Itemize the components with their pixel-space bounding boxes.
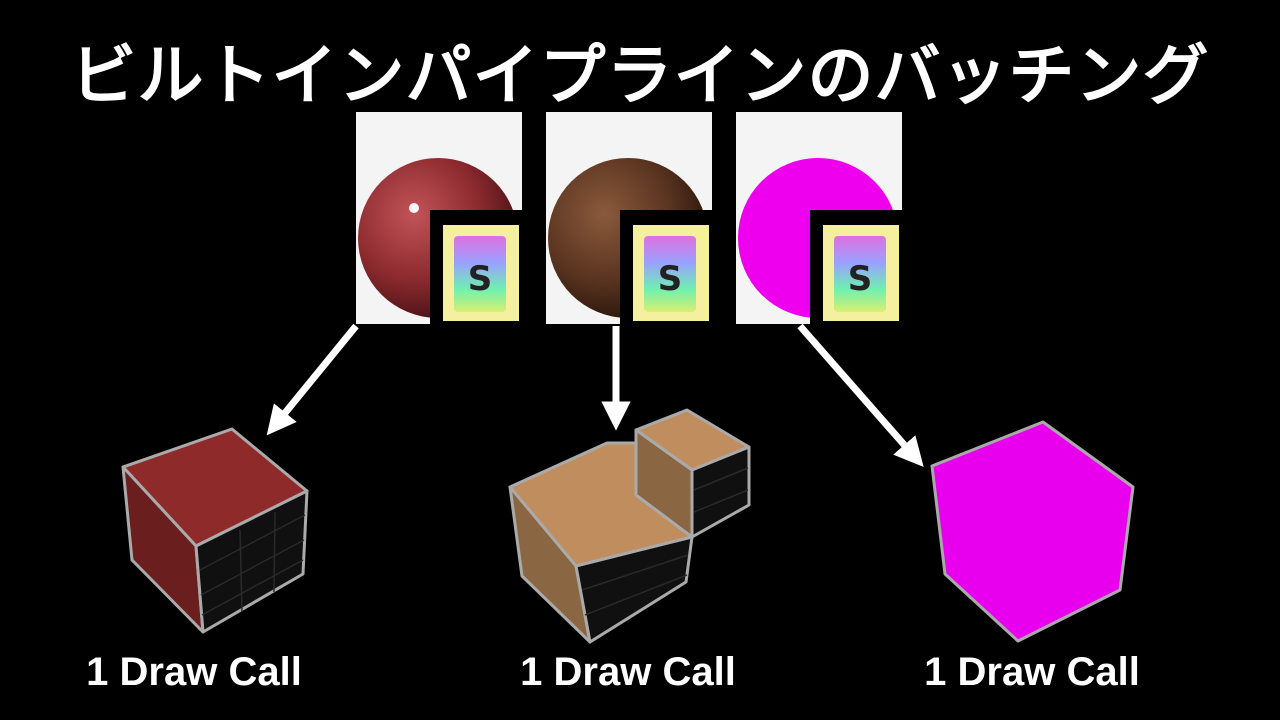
magenta-cube (930, 420, 1135, 643)
material-card-3: S (736, 112, 902, 324)
shader-glyph: S (468, 259, 493, 299)
shader-icon: S (430, 210, 522, 324)
draw-call-label-1: 1 Draw Call (86, 650, 302, 694)
shader-glyph: S (848, 259, 873, 299)
draw-call-label-2: 1 Draw Call (520, 650, 736, 694)
page-title: ビルトインパイプラインのバッチング (70, 37, 1210, 114)
shader-glyph: S (658, 259, 683, 299)
red-cube (121, 427, 309, 634)
material-card-2: S (546, 112, 712, 324)
material-card-1: S (356, 112, 522, 324)
shader-icon: S (620, 210, 712, 324)
brown-step-block (508, 408, 751, 644)
arrow-3 (797, 323, 924, 468)
draw-call-label-3: 1 Draw Call (924, 650, 1140, 694)
arrow-1 (266, 323, 359, 436)
shader-icon: S (810, 210, 902, 324)
